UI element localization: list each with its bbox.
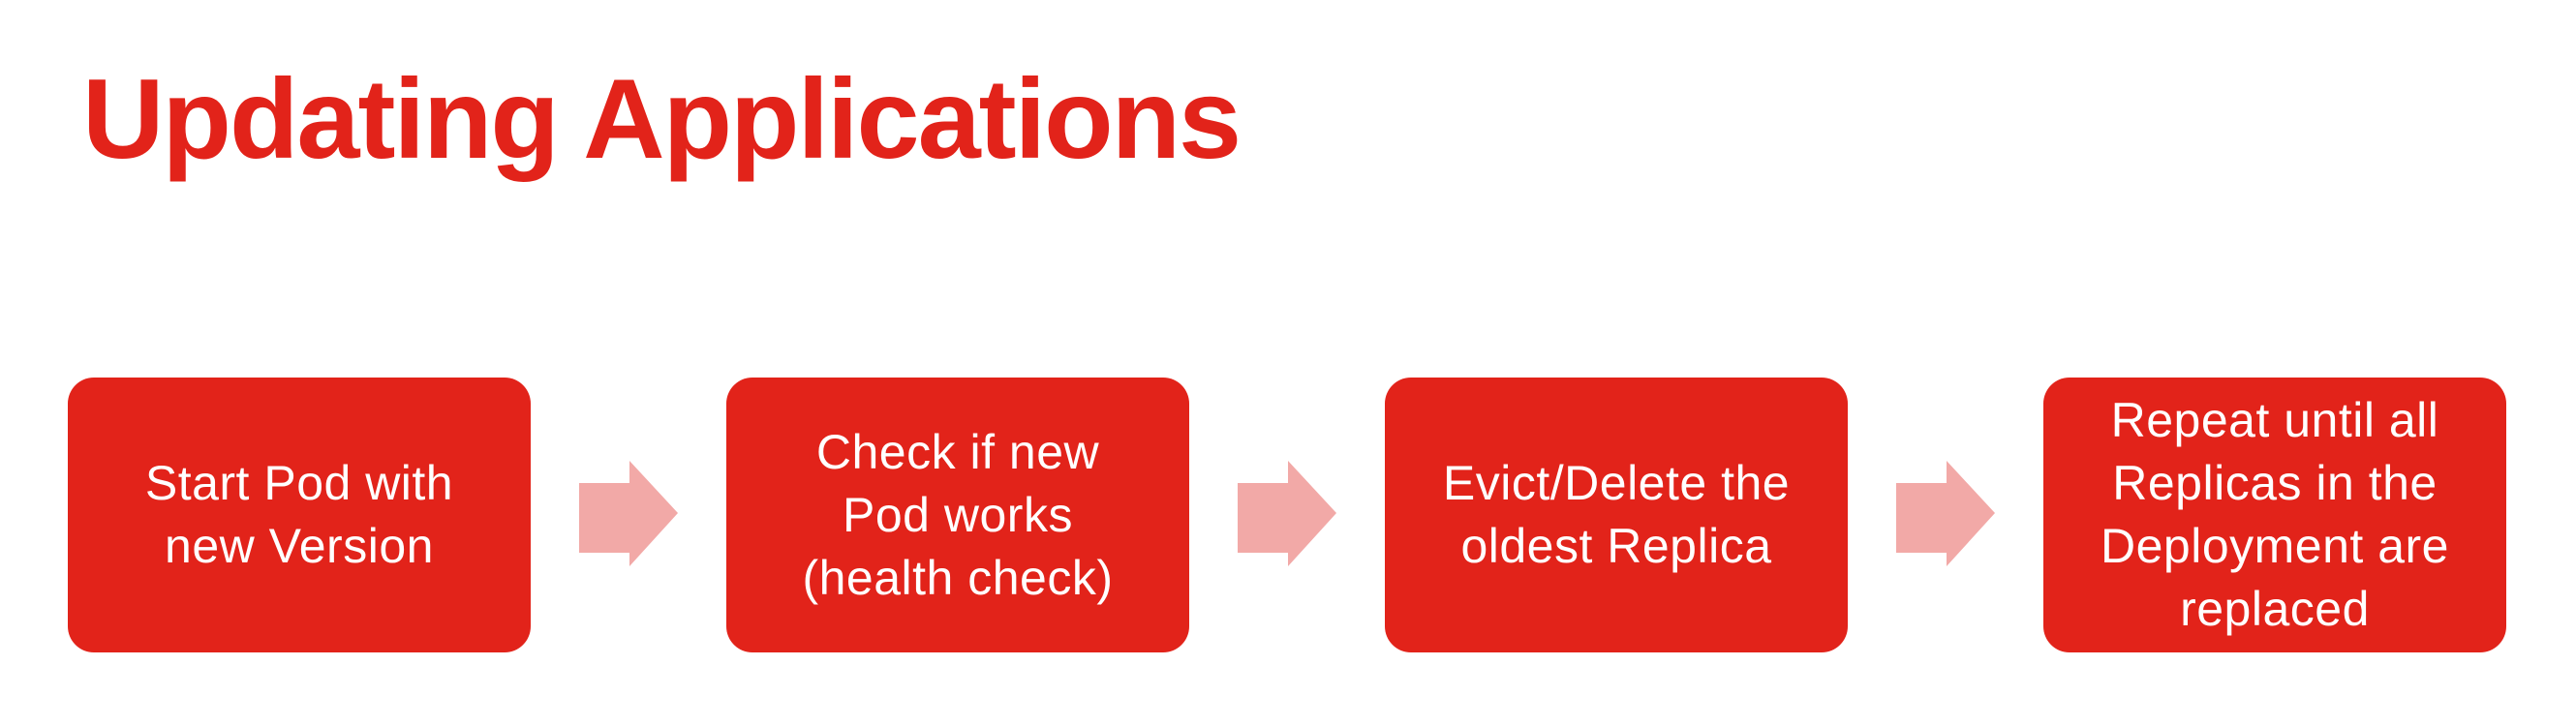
arrow-right-icon — [579, 461, 678, 569]
arrow-right-icon — [1896, 461, 1995, 569]
process-flow-diagram: Start Pod with new Version Check if new … — [68, 378, 2506, 652]
flow-step-label: Check if new Pod works (health check) — [802, 424, 1114, 605]
flow-step-label: Evict/Delete the oldest Replica — [1442, 456, 1791, 573]
arrow-right-icon — [1238, 461, 1336, 569]
flow-step-evict-replica: Evict/Delete the oldest Replica — [1385, 378, 1848, 652]
page-title: Updating Applications — [82, 55, 1242, 182]
flow-step-health-check: Check if new Pod works (health check) — [726, 378, 1189, 652]
flow-step-repeat: Repeat until all Replicas in the Deploym… — [2043, 378, 2506, 652]
flow-step-start-pod: Start Pod with new Version — [68, 378, 531, 652]
flow-step-label: Start Pod with new Version — [144, 456, 454, 573]
flow-step-label: Repeat until all Replicas in the Deploym… — [2101, 393, 2449, 636]
